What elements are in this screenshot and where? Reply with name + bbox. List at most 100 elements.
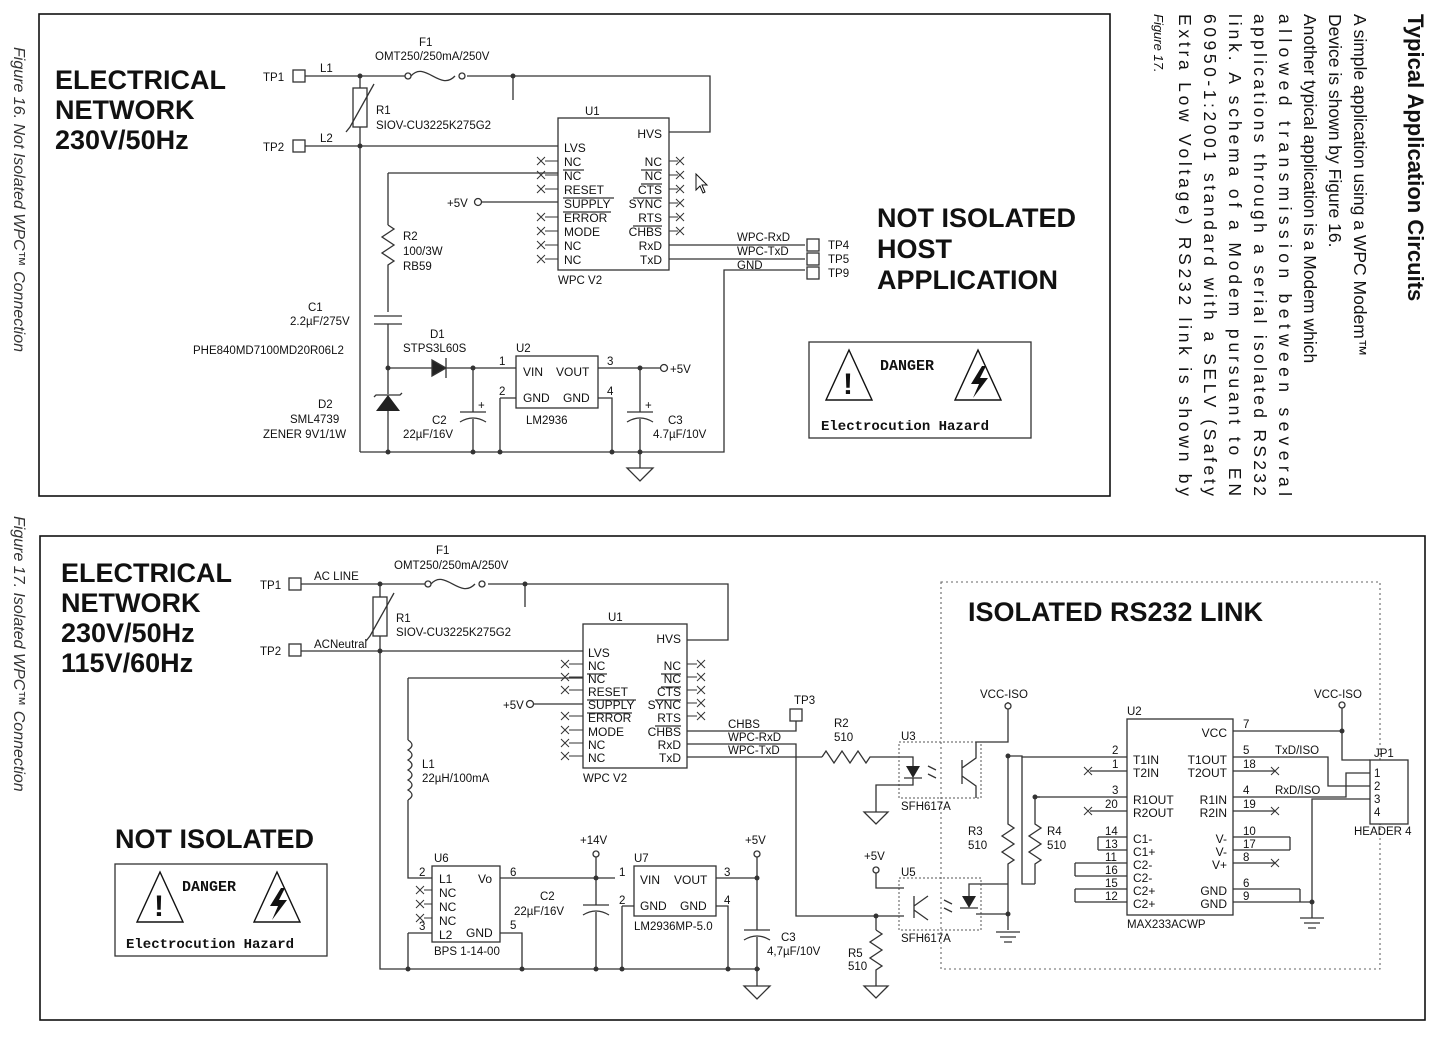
fig17-r1-varistor [372, 596, 388, 637]
fig17-u2-left-pins: T1IN T2IN R1OUT R2OUT C1- C1+ C2- C2- C2… [1133, 753, 1174, 911]
fig17-u2-num-l0: 2 [1112, 745, 1118, 757]
fig16-c1-val: 2.2µF/275V [290, 316, 350, 328]
fig16-u2-label: U2 [516, 343, 531, 355]
fig17-u3-optocoupler [898, 741, 982, 799]
fig17-net-chbs: CHBS [728, 719, 760, 731]
fig17-u2-right-pins: VCC T1OUT T2OUT R1IN R2IN V- V- V+ GND G… [1188, 726, 1228, 911]
fig17-u2-num-l3: 20 [1105, 799, 1118, 811]
fig16-warning-icon [824, 348, 874, 401]
fig17-jp1-label: JP1 [1374, 748, 1394, 760]
fig17-u2-pin-r2: T2OUT [1188, 766, 1228, 780]
fig16-network-line-3: 230V/50Hz [55, 125, 189, 155]
cursor-arrow-icon [695, 172, 709, 194]
side-line-5: applications through a serial isolated R… [1250, 14, 1270, 496]
fig17-u7-pin-gnd2: GND [680, 899, 707, 913]
fig17-u2-label: U2 [1127, 706, 1142, 718]
fig17-jp1-header [1369, 759, 1409, 825]
fig17-u2-pin-l9: C2+ [1133, 897, 1155, 911]
fig17-u5-optocoupler [898, 877, 982, 931]
fig17-u6-num-3: 3 [419, 921, 425, 933]
fig17-u6-label: U6 [434, 853, 449, 865]
fig17-hazard-text: Electrocution Hazard [126, 937, 294, 953]
side-title: Typical Application Circuits [1403, 14, 1428, 301]
fig17-ac-neutral: ACNeutral [314, 639, 367, 651]
fig17-rxd-iso: RxD/ISO [1275, 785, 1320, 797]
fig17-u2-pin-r8: GND [1200, 884, 1227, 898]
fig16-host-line-3: APPLICATION [877, 265, 1058, 295]
fig16-r1-part: SIOV-CU3225K275G2 [376, 120, 491, 132]
fig17-u2-pin-r5: V- [1216, 832, 1227, 846]
fig17-u7-num-3: 3 [724, 867, 730, 879]
fig17-u2-pin-l6: C2- [1133, 858, 1152, 872]
side-line-6: link. A schema of a Modem pursuant to EN [1225, 14, 1245, 496]
fig16-net-txd: WPC-TxD [737, 246, 789, 258]
fig16-d2-zener [376, 395, 400, 411]
fig16-u1-pin-l0: LVS [564, 141, 586, 155]
fig16-tp5-label: TP5 [828, 254, 849, 266]
fig17-r1-part: SIOV-CU3225K275G2 [396, 627, 511, 639]
fig16-u2-pin-gnd1: GND [523, 391, 550, 405]
fig16-fuse-symbol [410, 70, 456, 82]
fig17-f1-part: OMT250/250mA/250V [394, 560, 509, 572]
fig17-u6-part: BPS 1-14-00 [434, 946, 500, 958]
fig17-u1-pin-l3: RESET [588, 685, 629, 699]
fig17-u7-label: U7 [634, 853, 649, 865]
side-line-8: Extra Low Voltage) RS232 link is shown b… [1175, 14, 1195, 496]
fig16-u1-pin-l3: RESET [564, 183, 605, 197]
fig17-u1-pin-l4: SUPPLY [588, 698, 634, 712]
fig16-danger-text: DANGER [880, 358, 934, 375]
fig17-r4-val: 510 [1047, 840, 1066, 852]
side-line-7: 60950-1:2001 standard with a SELV (Safet… [1200, 14, 1220, 496]
fig16-ground-symbol [625, 452, 655, 482]
fig16-c2-val: 22µF/16V [403, 429, 453, 441]
fig17-jp1-part: HEADER 4 [1354, 826, 1412, 838]
fig17-r3-val: 510 [968, 840, 987, 852]
svg-text:+: + [645, 400, 652, 412]
fig17-r1-label: R1 [396, 613, 411, 625]
fig16-c3-capacitor [626, 417, 654, 423]
figure17-caption: Figure 17. Isolated WPC™ Connection [10, 516, 27, 792]
fig16-tp5-pad [806, 252, 820, 266]
fig16-r2-part: RB59 [403, 261, 432, 273]
fig17-tp1-pad [288, 577, 302, 591]
fig17-u2-pin-r9: GND [1200, 897, 1227, 911]
fig17-u1-pin-r3: CTS [657, 685, 681, 699]
fig17-l1-inductor [406, 739, 413, 801]
fig17-u2-part: MAX233ACWP [1127, 919, 1206, 931]
fig17-u7-pin-vin: VIN [640, 873, 660, 887]
fig16-d1-diode [431, 358, 448, 378]
fig17-u1-pin-l2: NC [588, 672, 606, 686]
fig17-u2-num-l4: 14 [1105, 826, 1118, 838]
fig17-r4-resistor [1027, 797, 1043, 884]
fig17-u7-part: LM2936MP-5.0 [634, 921, 713, 933]
fig17-u1-chip [582, 623, 688, 769]
fig17-u1-pin-l1: NC [588, 659, 606, 673]
fig17-u2-num-l5: 13 [1105, 839, 1118, 851]
fig17-u7-pin-vout: VOUT [674, 873, 708, 887]
fig16-u1-pin-r4: SYNC [629, 197, 663, 211]
fig17-u2-num-l1: 1 [1112, 759, 1118, 771]
fig17-u1-pin-r5: RTS [657, 711, 681, 725]
fig17-fuse-symbol [430, 578, 476, 590]
fig16-c3-val: 4.7µF/10V [653, 429, 707, 441]
fig17-supply-label: +5V [503, 700, 524, 712]
side-line-9: Figure 17. [1151, 14, 1166, 73]
figure16-frame [38, 13, 1111, 497]
fig17-neutral-bus [379, 651, 760, 970]
fig17-u2-num-r0: 7 [1243, 719, 1249, 731]
fig16-u1-part: WPC V2 [558, 275, 602, 287]
fig17-r2-val: 510 [834, 732, 853, 744]
fig17-u2-num-l2: 3 [1112, 785, 1118, 797]
fig17-u2-pin-l4: C1- [1133, 832, 1152, 846]
fig17-u2-pin-l5: C1+ [1133, 845, 1155, 859]
fig17-network-line-1: ELECTRICAL [61, 558, 232, 588]
fig17-c3-val: 4,7µF/10V [767, 946, 821, 958]
fig16-r2-val: 100/3W [403, 246, 443, 258]
fig17-u2-num-r9: 9 [1243, 891, 1249, 903]
fig17-u2-pin-numbers: 2 1 3 20 14 13 11 16 15 12 7 5 18 4 19 1… [1105, 719, 1256, 903]
fig16-host-line-2: HOST [877, 234, 953, 264]
fig17-u1-label: U1 [608, 612, 623, 624]
fig17-u2-num-l9: 12 [1105, 891, 1118, 903]
fig17-isolated-area [940, 581, 1381, 970]
fig16-r1-label: R1 [376, 105, 391, 117]
